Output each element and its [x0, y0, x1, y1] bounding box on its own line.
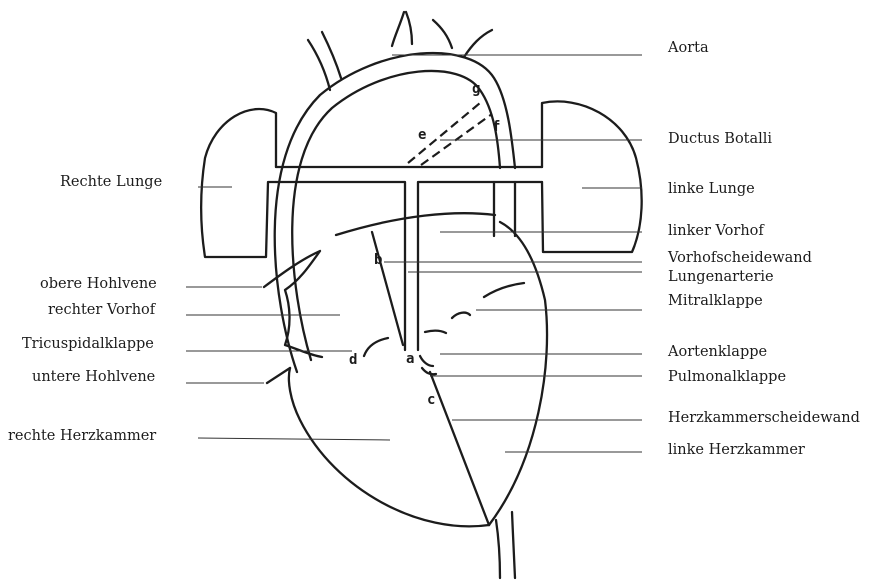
label-mitralklappe: Mitralklappe [668, 293, 763, 309]
mitral-valve-2 [452, 313, 470, 318]
heart-drawing [201, 12, 641, 578]
interventricular-septum [430, 372, 489, 525]
mitral-valve [484, 283, 524, 297]
label-lungenarterie: Lungenarterie [668, 269, 774, 285]
heart-wall-left [489, 222, 547, 525]
interatrial-septum [372, 232, 403, 345]
label-herzkammerscheidewand: Herzkammerscheidewand [668, 410, 860, 426]
marker-a: a [406, 351, 414, 367]
label-pulmonalklappe: Pulmonalklappe [668, 369, 786, 385]
label-linker-vorhof: linker Vorhof [668, 223, 765, 239]
marker-f: f [492, 119, 500, 135]
marker-b: b [374, 252, 382, 268]
marker-c: c [427, 392, 435, 408]
label-linke-herzkammer: linke Herzkammer [668, 442, 805, 458]
tricuspid-valve [364, 338, 388, 356]
label-tricuspidalklappe: Tricuspidalklappe [22, 336, 154, 352]
label-rechte-herzkammer: rechte Herzkammer [8, 428, 156, 444]
leader-lines [186, 55, 642, 452]
marker-d: d [349, 352, 357, 368]
arch-branch-mid [392, 12, 404, 46]
vessel-below-heart-2 [512, 512, 515, 578]
ivc-wall [267, 368, 290, 383]
heart-wall-right [264, 251, 322, 357]
label-rechte-lunge: Rechte Lunge [60, 174, 162, 190]
label-aortenklappe: Aortenklappe [667, 344, 767, 360]
pulmonary-trunk-bottom-right [418, 182, 542, 350]
marker-g: g [472, 81, 480, 97]
label-aorta: Aorta [667, 40, 709, 56]
label-obere-hohlvene: obere Hohlvene [40, 276, 157, 292]
pulmonary-valve-flap [422, 368, 436, 374]
aortic-valve-upper [425, 331, 446, 333]
vessel-below-heart [496, 520, 500, 578]
label-linke-lunge: linke Lunge [668, 181, 755, 197]
arch-branch-right-2 [464, 30, 492, 57]
label-rechter-vorhof: rechter Vorhof [48, 302, 157, 318]
label-untere-hohlvene: untere Hohlvene [32, 369, 155, 385]
aortic-valve-flap [420, 356, 433, 366]
right-lung [201, 109, 276, 257]
left-lung [542, 101, 642, 252]
arch-branch-mid-2 [406, 12, 412, 44]
marker-e: e [418, 127, 426, 143]
arch-branch-right [433, 20, 452, 48]
label-vorhofscheidewand: Vorhofscheidewand [667, 250, 812, 266]
label-ductus-botalli: Ductus Botalli [668, 131, 772, 147]
arch-branch-left [308, 40, 330, 90]
